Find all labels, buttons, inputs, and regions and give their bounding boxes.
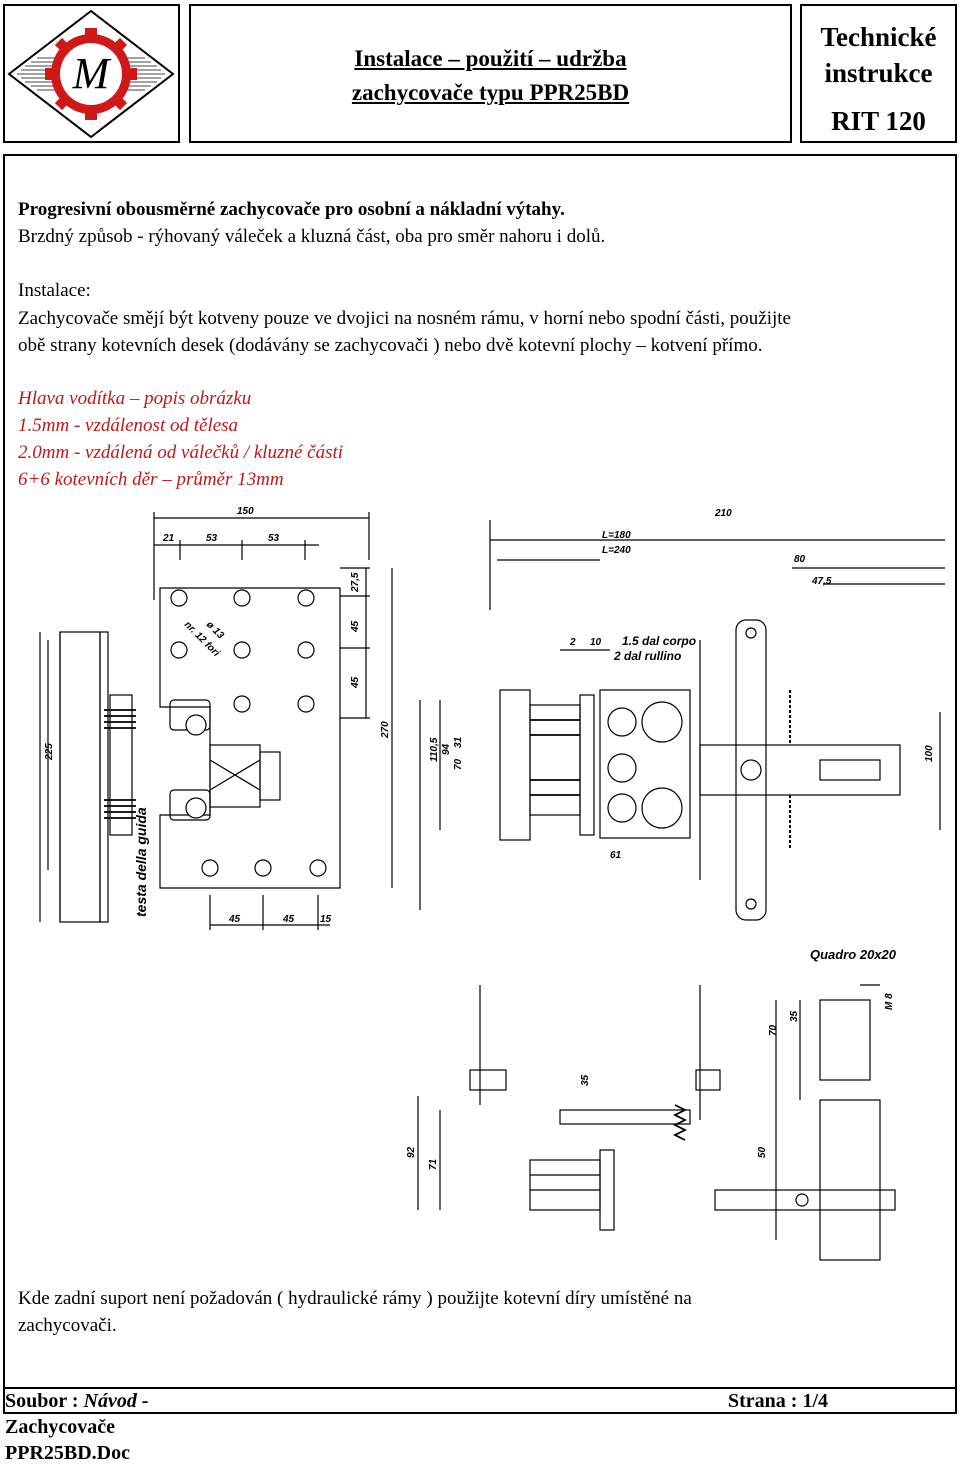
legend-line4: 6+6 kotevních děr – průměr 13mm: [18, 469, 284, 490]
dim-M8: M 8: [884, 993, 895, 1010]
dim-27-5: 27,5: [350, 572, 361, 593]
installation-label: Instalace:: [18, 280, 91, 301]
guide-head-label: testa della guida: [133, 807, 149, 917]
intro-subheading: Brzdný způsob - rýhovaný váleček a kluzn…: [18, 226, 606, 247]
code-line2: instrukce: [824, 58, 933, 88]
document-code: RIT 120: [831, 106, 926, 136]
note-line1: Kde zadní suport není požadován ( hydrau…: [18, 1288, 692, 1309]
dim-10: 10: [590, 637, 602, 648]
dim-100: 100: [924, 745, 935, 762]
dim-70b: 70: [768, 1024, 779, 1036]
footer-file-line2: Zachycovače: [5, 1416, 115, 1438]
dim-70a: 70: [453, 758, 464, 770]
legend-line1: Hlava vodítka – popis obrázku: [18, 388, 252, 409]
dim-45b: 45: [350, 676, 361, 689]
dim-50: 50: [757, 1146, 768, 1158]
code-line1: Technické: [820, 22, 937, 52]
dim-94: 94: [441, 743, 452, 755]
note-rullino: 2 dal rullino: [613, 649, 681, 663]
dim-15: 15: [320, 914, 332, 925]
dim-53b: 53: [268, 533, 280, 544]
dim-110-5: 110,5: [429, 737, 440, 762]
dim-150: 150: [237, 506, 254, 517]
note-corpo: 1.5 dal corpo: [622, 634, 696, 648]
dim-31: 31: [453, 736, 464, 748]
dim-61: 61: [610, 850, 622, 861]
footer-divider: [3, 1387, 957, 1389]
quadro-label: Quadro 20x20: [810, 947, 897, 962]
footer-file-line3: PPR25BD.Doc: [5, 1442, 130, 1464]
footer-page-number: Strana : 1/4: [728, 1390, 828, 1412]
code-box: Technické instrukce RIT 120: [800, 4, 957, 143]
installation-line1: Zachycovače smějí být kotveny pouze ve d…: [18, 308, 791, 329]
intro-heading: Progresivní obousměrné zachycovače pro o…: [18, 199, 565, 220]
installation-line2: obě strany kotevních desek (dodávány se …: [18, 335, 763, 356]
dim-45d: 45: [282, 914, 295, 925]
dim-71: 71: [428, 1158, 439, 1170]
dim-92: 92: [406, 1146, 417, 1158]
dim-270: 270: [380, 721, 391, 739]
dim-47-5: 47,5: [811, 576, 832, 587]
main-frame: [3, 154, 957, 1414]
bottom-view-drawing: [417, 984, 896, 1261]
dim-45a: 45: [350, 620, 361, 633]
footer-file-label: Soubor :: [5, 1390, 79, 1412]
note-line2: zachycovači.: [18, 1315, 117, 1336]
logo-letter: M: [72, 49, 112, 98]
logo-box: M: [3, 4, 180, 143]
dim-45c: 45: [228, 914, 241, 925]
dim-53a: 53: [206, 533, 218, 544]
dim-2: 2: [569, 637, 576, 648]
dim-225: 225: [44, 743, 55, 761]
dim-21: 21: [162, 533, 175, 544]
document-title-line1: Instalace – použití – udržba: [354, 46, 627, 71]
side-view-drawing: [419, 520, 945, 921]
front-view-drawing: [39, 512, 393, 930]
dim-L180: L=180: [602, 530, 631, 541]
footer-file: Soubor : Návod - Zachycovače PPR25BD.Doc: [5, 1388, 149, 1466]
dim-210: 210: [714, 508, 732, 519]
title-box: Instalace – použití – udržba zachycovače…: [189, 4, 792, 143]
dim-35a: 35: [789, 1010, 800, 1022]
dim-80: 80: [794, 554, 806, 565]
dim-L240: L=240: [602, 545, 631, 556]
legend-line3: 2.0mm - vzdálená od válečků / kluzné čás…: [18, 442, 344, 463]
company-logo: M: [7, 9, 175, 139]
dim-35b: 35: [580, 1074, 591, 1086]
document-title-line2: zachycovače typu PPR25BD: [351, 80, 630, 105]
footer-file-name: Návod -: [83, 1390, 149, 1412]
legend-line2: 1.5mm - vzdálenost od tělesa: [18, 415, 239, 436]
